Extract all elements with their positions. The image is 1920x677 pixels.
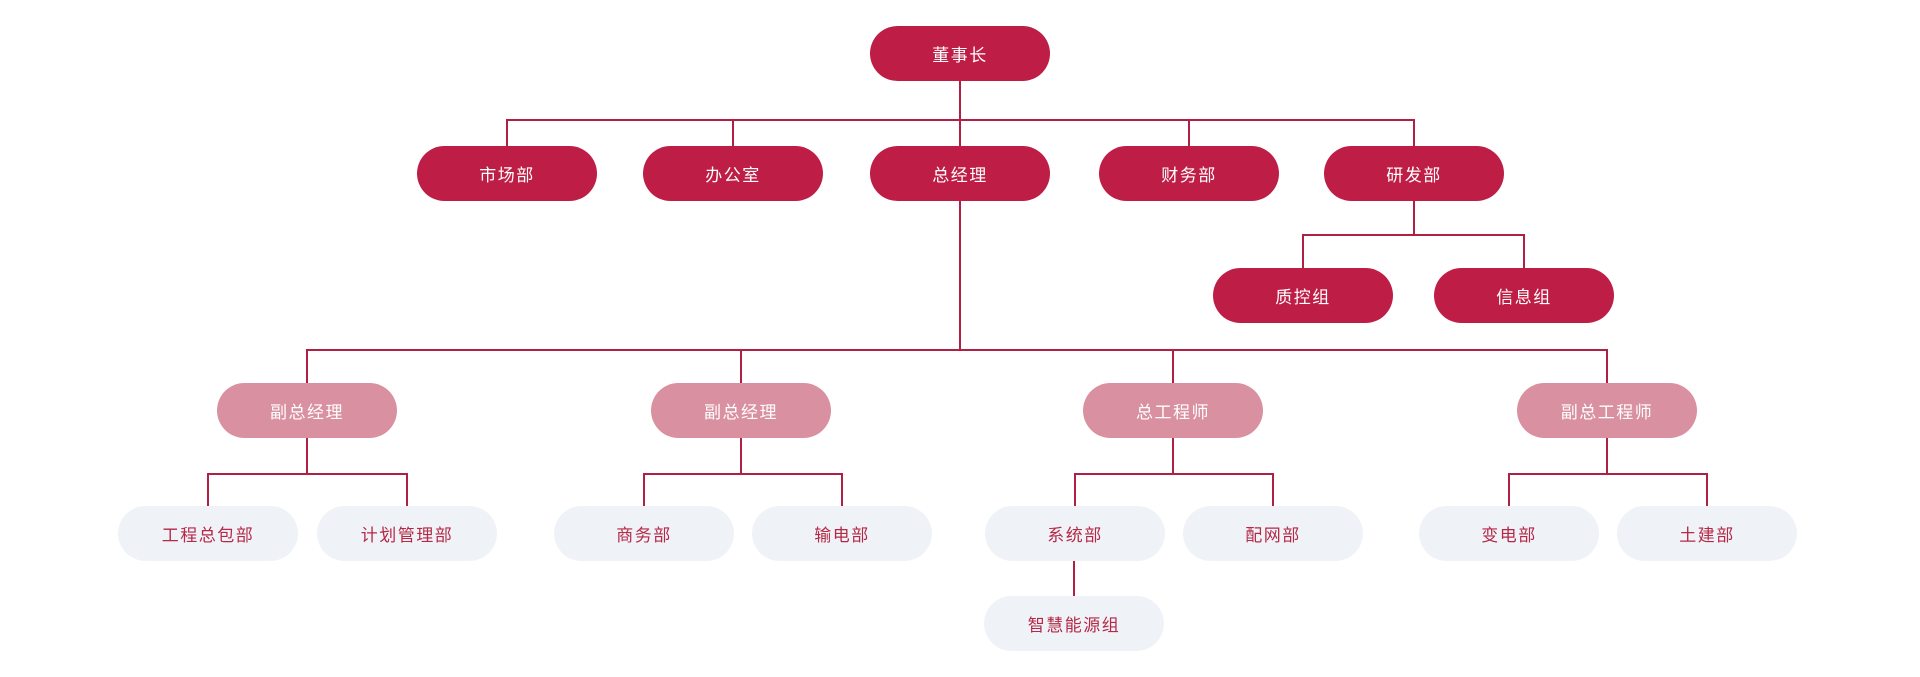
node-information[interactable]: 信息组 xyxy=(1434,268,1614,323)
node-civil[interactable]: 土建部 xyxy=(1617,506,1797,561)
node-label: 配网部 xyxy=(1245,526,1301,545)
node-smart-energy[interactable]: 智慧能源组 xyxy=(984,596,1164,651)
node-label: 智慧能源组 xyxy=(1027,616,1121,635)
node-deputy-gm-1[interactable]: 副总经理 xyxy=(217,383,397,438)
node-label: 副总经理 xyxy=(704,403,778,422)
node-system[interactable]: 系统部 xyxy=(985,506,1165,561)
node-label: 总工程师 xyxy=(1136,403,1210,422)
node-label: 研发部 xyxy=(1386,166,1442,185)
node-deputy-chief-engineer[interactable]: 副总工程师 xyxy=(1517,383,1697,438)
connector-line xyxy=(207,473,209,506)
connector-line xyxy=(1606,349,1608,383)
connector-line xyxy=(841,473,843,506)
node-label: 工程总包部 xyxy=(161,526,255,545)
connector-line xyxy=(1508,473,1510,506)
connector-line xyxy=(1606,438,1608,473)
node-substation[interactable]: 变电部 xyxy=(1419,506,1599,561)
node-label: 办公室 xyxy=(705,166,761,185)
connector-line xyxy=(507,119,1414,121)
node-label: 系统部 xyxy=(1047,526,1103,545)
connector-line xyxy=(406,473,408,506)
connector-line xyxy=(1302,234,1304,268)
node-office[interactable]: 办公室 xyxy=(643,146,823,201)
connector-line xyxy=(1073,561,1075,596)
node-label: 总经理 xyxy=(932,166,988,185)
node-label: 土建部 xyxy=(1679,526,1735,545)
node-label: 计划管理部 xyxy=(360,526,454,545)
node-epc[interactable]: 工程总包部 xyxy=(118,506,298,561)
node-marketing[interactable]: 市场部 xyxy=(417,146,597,201)
node-label: 质控组 xyxy=(1275,288,1331,307)
connector-line xyxy=(306,438,308,473)
connector-line xyxy=(959,201,961,349)
node-planning[interactable]: 计划管理部 xyxy=(317,506,497,561)
connector-line xyxy=(740,438,742,473)
connector-line xyxy=(307,349,1607,351)
node-label: 市场部 xyxy=(479,166,535,185)
connector-line xyxy=(1188,119,1190,146)
node-chairman[interactable]: 董事长 xyxy=(870,26,1050,81)
connector-line xyxy=(1523,234,1525,268)
node-label: 副总工程师 xyxy=(1560,403,1654,422)
node-quality-control[interactable]: 质控组 xyxy=(1213,268,1393,323)
node-label: 信息组 xyxy=(1496,288,1552,307)
node-distribution[interactable]: 配网部 xyxy=(1183,506,1363,561)
connector-line xyxy=(208,473,407,475)
connector-line xyxy=(643,473,645,506)
connector-line xyxy=(506,119,508,146)
connector-line xyxy=(959,81,961,119)
node-label: 输电部 xyxy=(814,526,870,545)
node-label: 副总经理 xyxy=(270,403,344,422)
connector-line xyxy=(1413,119,1415,146)
node-general-manager[interactable]: 总经理 xyxy=(870,146,1050,201)
connector-line xyxy=(1303,234,1524,236)
connector-line xyxy=(1509,473,1707,475)
node-label: 商务部 xyxy=(616,526,672,545)
connector-line xyxy=(959,119,961,146)
connector-line xyxy=(1272,473,1274,506)
connector-line xyxy=(732,119,734,146)
connector-line xyxy=(644,473,842,475)
connector-line xyxy=(1075,473,1273,475)
node-transmission[interactable]: 输电部 xyxy=(752,506,932,561)
node-chief-engineer[interactable]: 总工程师 xyxy=(1083,383,1263,438)
connector-line xyxy=(1172,349,1174,383)
node-label: 变电部 xyxy=(1481,526,1537,545)
node-rnd[interactable]: 研发部 xyxy=(1324,146,1504,201)
node-business[interactable]: 商务部 xyxy=(554,506,734,561)
connector-line xyxy=(1413,201,1415,234)
node-deputy-gm-2[interactable]: 副总经理 xyxy=(651,383,831,438)
connector-line xyxy=(740,349,742,383)
connector-line xyxy=(306,349,308,383)
connector-line xyxy=(1074,473,1076,506)
node-label: 财务部 xyxy=(1161,166,1217,185)
node-label: 董事长 xyxy=(932,46,988,65)
connector-line xyxy=(1172,438,1174,473)
node-finance[interactable]: 财务部 xyxy=(1099,146,1279,201)
connector-line xyxy=(1706,473,1708,506)
